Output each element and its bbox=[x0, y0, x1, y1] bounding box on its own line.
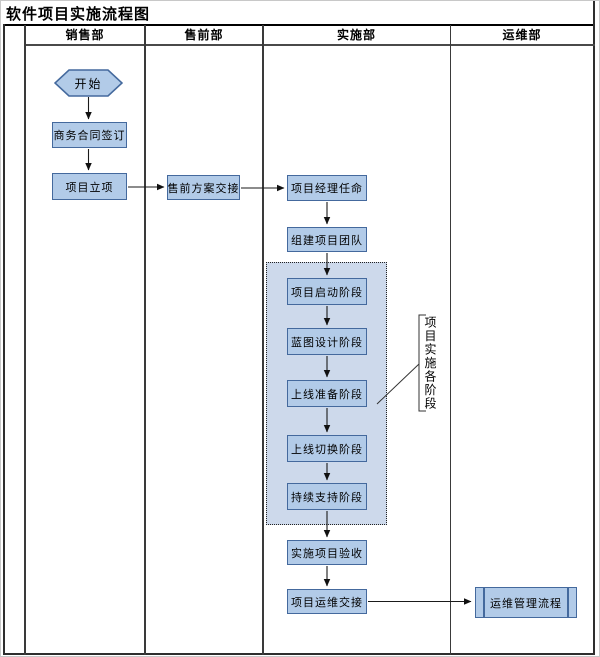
lane-header-sales: 销售部 bbox=[65, 28, 105, 42]
node-pm-appointment: 项目经理任命 bbox=[287, 175, 367, 201]
frame-bottom-border bbox=[3, 653, 595, 655]
node-project-acceptance: 实施项目验收 bbox=[287, 540, 367, 565]
lane-header-presales: 售前部 bbox=[184, 28, 224, 42]
lane-divider bbox=[24, 25, 26, 655]
title-divider bbox=[3, 24, 595, 26]
node-presales-handover: 售前方案交接 bbox=[167, 175, 240, 200]
frame-right-border bbox=[593, 1, 595, 655]
start-label: 开始 bbox=[74, 76, 103, 91]
lane-header-implementation: 实施部 bbox=[336, 28, 376, 42]
node-support-phase: 持续支持阶段 bbox=[287, 483, 367, 510]
predefined-process-bar bbox=[567, 588, 569, 617]
node-cutover-phase: 上线切换阶段 bbox=[287, 435, 367, 462]
node-project-initiation: 项目立项 bbox=[52, 173, 127, 200]
lane-divider bbox=[144, 25, 146, 655]
node-kickoff-phase: 项目启动阶段 bbox=[287, 278, 367, 305]
lane-header-operations: 运维部 bbox=[502, 28, 542, 42]
node-om-process: 运维管理流程 bbox=[475, 587, 577, 618]
om-process-label: 运维管理流程 bbox=[490, 597, 562, 610]
phase-bracket-label: 项目实施各阶段 bbox=[423, 316, 437, 411]
frame-left-border bbox=[3, 24, 5, 655]
start-hexagon-shape bbox=[53, 69, 124, 97]
diagram-title: 软件项目实施流程图 bbox=[6, 7, 151, 23]
node-om-handover: 项目运维交接 bbox=[287, 589, 367, 614]
node-team-formation: 组建项目团队 bbox=[287, 227, 367, 252]
node-start: 开始 bbox=[53, 69, 124, 97]
lane-divider bbox=[262, 25, 264, 655]
node-blueprint-phase: 蓝图设计阶段 bbox=[287, 328, 367, 355]
node-golive-prep-phase: 上线准备阶段 bbox=[287, 380, 367, 407]
node-contract-signing: 商务合同签订 bbox=[52, 122, 127, 148]
lane-divider bbox=[449, 25, 451, 655]
lane-header-divider bbox=[25, 44, 595, 46]
predefined-process-bar bbox=[483, 588, 485, 617]
